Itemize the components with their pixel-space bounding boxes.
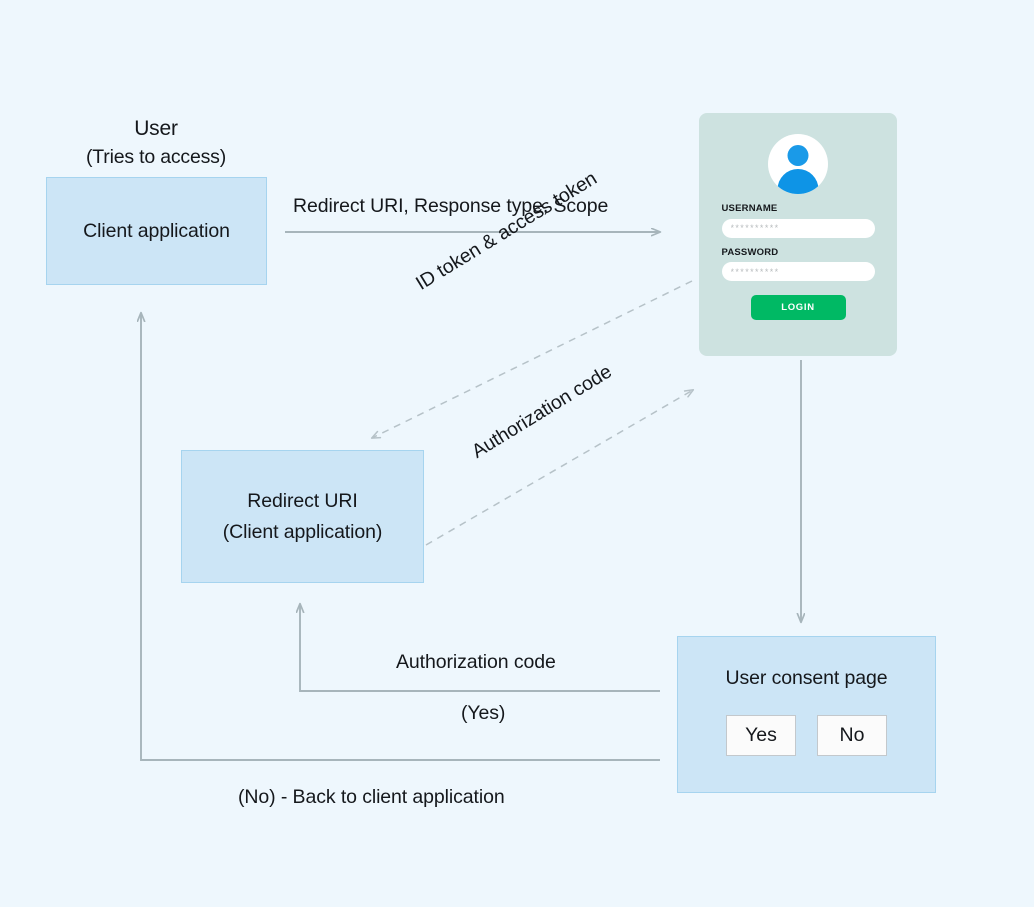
user-avatar-icon — [768, 134, 828, 194]
username-input[interactable] — [721, 218, 875, 238]
login-button[interactable]: LOGIN — [750, 295, 846, 320]
avatar-body-shape — [777, 169, 819, 194]
consent-yes-button[interactable]: Yes — [726, 715, 796, 756]
redirect-uri-line1: Redirect URI — [247, 490, 358, 513]
login-panel: USERNAME PASSWORD LOGIN — [699, 113, 897, 356]
arrow-consent-yes-to-redirect — [300, 604, 660, 692]
node-client-application[interactable]: Client application — [46, 177, 267, 285]
edge-label-authorization-code-bottom: Authorization code — [396, 651, 556, 673]
node-redirect-uri[interactable]: Redirect URI (Client application) — [181, 450, 424, 583]
edge-label-yes: (Yes) — [461, 702, 506, 724]
client-application-label: Client application — [83, 219, 230, 242]
avatar-head-shape — [787, 145, 809, 166]
edge-label-no-back-to-client: (No) - Back to client application — [238, 786, 505, 808]
password-field-group: PASSWORD — [721, 246, 875, 281]
edge-label-id-token: ID token & access token — [412, 167, 601, 295]
password-input[interactable] — [721, 262, 875, 281]
user-caption-line1: User — [134, 117, 178, 140]
user-caption: User (Tries to access) — [40, 114, 272, 172]
consent-no-button[interactable]: No — [817, 715, 887, 756]
consent-page-title: User consent page — [725, 667, 888, 689]
edge-label-redirect-params: Redirect URI, Response type, Scope — [293, 195, 609, 217]
username-label: USERNAME — [721, 203, 778, 214]
consent-buttons-row: Yes No — [726, 715, 887, 756]
edge-label-authorization-code-diagonal: Authorization code — [468, 360, 616, 463]
username-field-group: USERNAME — [721, 203, 875, 238]
redirect-uri-line2: (Client application) — [222, 520, 383, 543]
user-caption-line2: (Tries to access) — [86, 145, 226, 168]
node-user-consent-page: User consent page Yes No — [677, 636, 936, 793]
password-label: PASSWORD — [721, 246, 779, 258]
